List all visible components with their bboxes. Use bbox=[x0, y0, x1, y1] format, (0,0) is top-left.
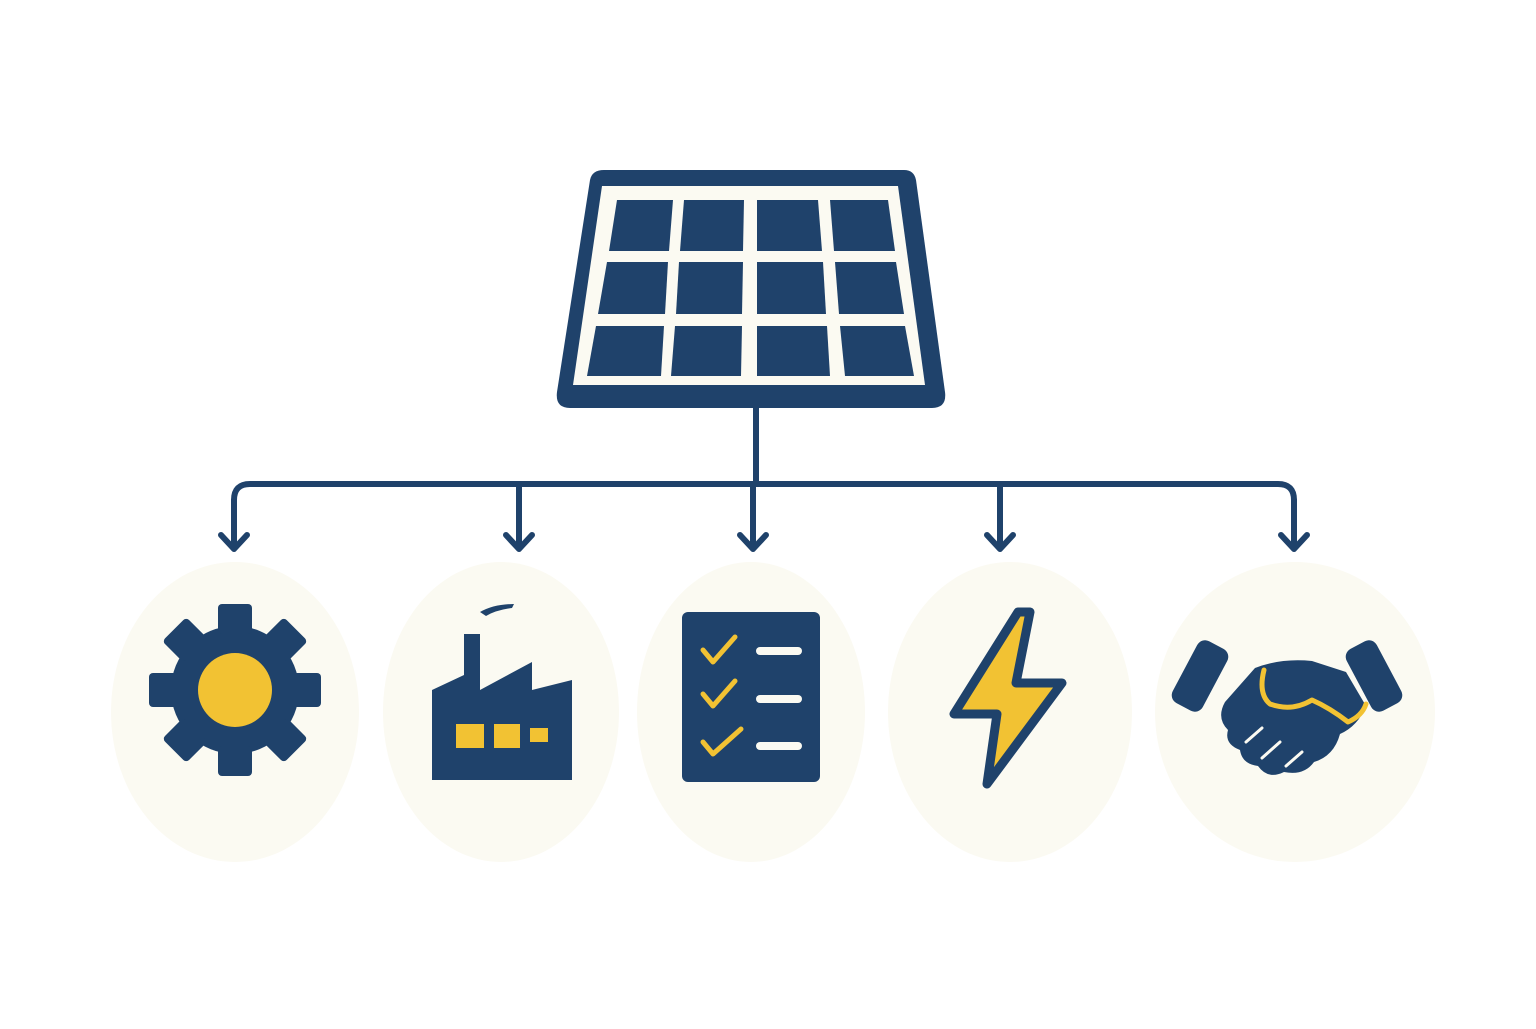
hand-outline bbox=[1259, 667, 1369, 725]
gear-tooth bbox=[218, 746, 252, 776]
bus-line bbox=[231, 481, 1297, 513]
gear-tooth bbox=[218, 604, 252, 634]
solar-cell bbox=[757, 262, 826, 314]
check-mark-icon bbox=[700, 634, 738, 665]
solar-panel-icon bbox=[556, 170, 946, 408]
gear-center bbox=[198, 653, 272, 727]
right-cuff bbox=[1345, 640, 1403, 712]
check-mark-icon bbox=[700, 678, 738, 709]
gear-tooth bbox=[163, 618, 206, 661]
finger-lines bbox=[1244, 726, 1304, 768]
solar-cell bbox=[757, 326, 830, 376]
solar-cell bbox=[835, 262, 904, 314]
factory-window bbox=[494, 724, 520, 748]
lightning-bolt-icon bbox=[949, 607, 1067, 789]
connectors bbox=[218, 405, 1310, 552]
solar-cell bbox=[680, 200, 744, 251]
factory-window bbox=[456, 724, 484, 748]
arrow-head-icon bbox=[737, 532, 769, 552]
solar-panel-cells bbox=[587, 200, 914, 376]
arrow-head-icon bbox=[984, 532, 1016, 552]
factory-windows bbox=[456, 724, 548, 748]
left-cuff bbox=[1171, 640, 1229, 712]
arrow-head-icon bbox=[218, 532, 250, 552]
factory-icon bbox=[432, 604, 572, 780]
gear-icon bbox=[149, 604, 321, 776]
hands bbox=[1221, 660, 1366, 775]
solar-cell bbox=[598, 262, 668, 314]
check-mark-icon bbox=[700, 726, 744, 757]
gear-tooth bbox=[264, 719, 307, 762]
arrow-head-icon bbox=[1278, 532, 1310, 552]
solar-cell bbox=[587, 326, 664, 376]
solar-cell bbox=[757, 200, 822, 251]
handshake-icon bbox=[1171, 640, 1403, 775]
arrow-head-icon bbox=[503, 532, 535, 552]
checklist-icon bbox=[682, 612, 820, 782]
factory-smoke bbox=[480, 604, 514, 616]
factory-window bbox=[530, 728, 548, 742]
gear-tooth bbox=[291, 673, 321, 707]
gear-tooth bbox=[149, 673, 179, 707]
solar-cell bbox=[609, 200, 673, 251]
gear-tooth bbox=[163, 719, 206, 762]
solar-cell bbox=[840, 326, 914, 376]
solar-cell bbox=[671, 326, 742, 376]
solar-cell bbox=[830, 200, 895, 251]
bolt-shape bbox=[949, 607, 1067, 789]
gear-tooth bbox=[264, 618, 307, 661]
solar-cell bbox=[676, 262, 743, 314]
